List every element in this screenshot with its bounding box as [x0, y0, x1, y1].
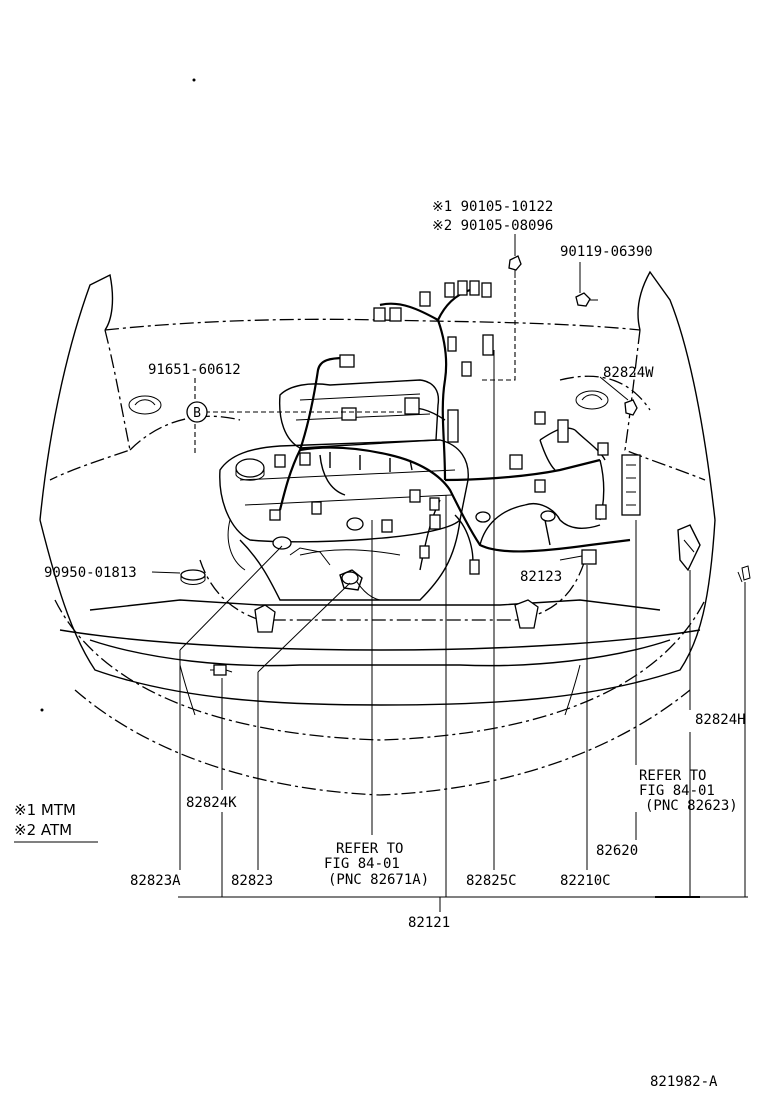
label-clamp-91651: 91651-60612: [148, 362, 241, 378]
label-clip-90119: 90119-06390: [560, 244, 653, 260]
connectors: [180, 255, 641, 676]
label-wire-82824k: 82824K: [186, 795, 237, 811]
label-wire-82620: 82620: [596, 843, 638, 859]
label-refer-mid-line3: (PNC 82671A): [328, 872, 429, 888]
label-refer-right-line1: REFER TO: [639, 768, 706, 784]
circle-b-label: B: [193, 406, 201, 421]
diagram-id: 821982-A: [650, 1074, 718, 1090]
legend-atm: ※2 ATM: [14, 821, 72, 839]
label-refer-right-line2: FIG 84-01: [639, 783, 715, 799]
label-wire-82123: 82123: [520, 569, 562, 585]
label-wire-82824h: 82824H: [695, 712, 746, 728]
label-refer-mid-line1: REFER TO: [336, 841, 403, 857]
legend: ※1 MTM ※2 ATM: [14, 801, 98, 843]
circle-b-marker: B: [186, 401, 208, 423]
label-refer-mid-line2: FIG 84-01: [324, 856, 400, 872]
label-wire-82121: 82121: [408, 915, 450, 931]
label-wire-82825c: 82825C: [466, 873, 517, 889]
label-refer-right-line3: (PNC 82623): [645, 798, 738, 814]
label-cap-90950: 90950-01813: [44, 565, 137, 581]
label-wire-82210c: 82210C: [560, 873, 611, 889]
label-bolt-mtm: ※1 90105-10122: [432, 199, 553, 215]
leader-lines: [151, 234, 748, 912]
label-wire-82824w: 82824W: [603, 365, 654, 381]
legend-mtm: ※1 MTM: [14, 801, 76, 819]
engine-assembly: [219, 379, 539, 633]
label-wire-82823: 82823: [231, 873, 273, 889]
car-body-outline: [39, 78, 751, 796]
label-wire-82823a: 82823A: [130, 873, 181, 889]
label-bolt-atm: ※2 90105-08096: [432, 218, 553, 234]
part-number-labels: ※1 90105-10122 ※2 90105-08096 90119-0639…: [44, 199, 746, 931]
